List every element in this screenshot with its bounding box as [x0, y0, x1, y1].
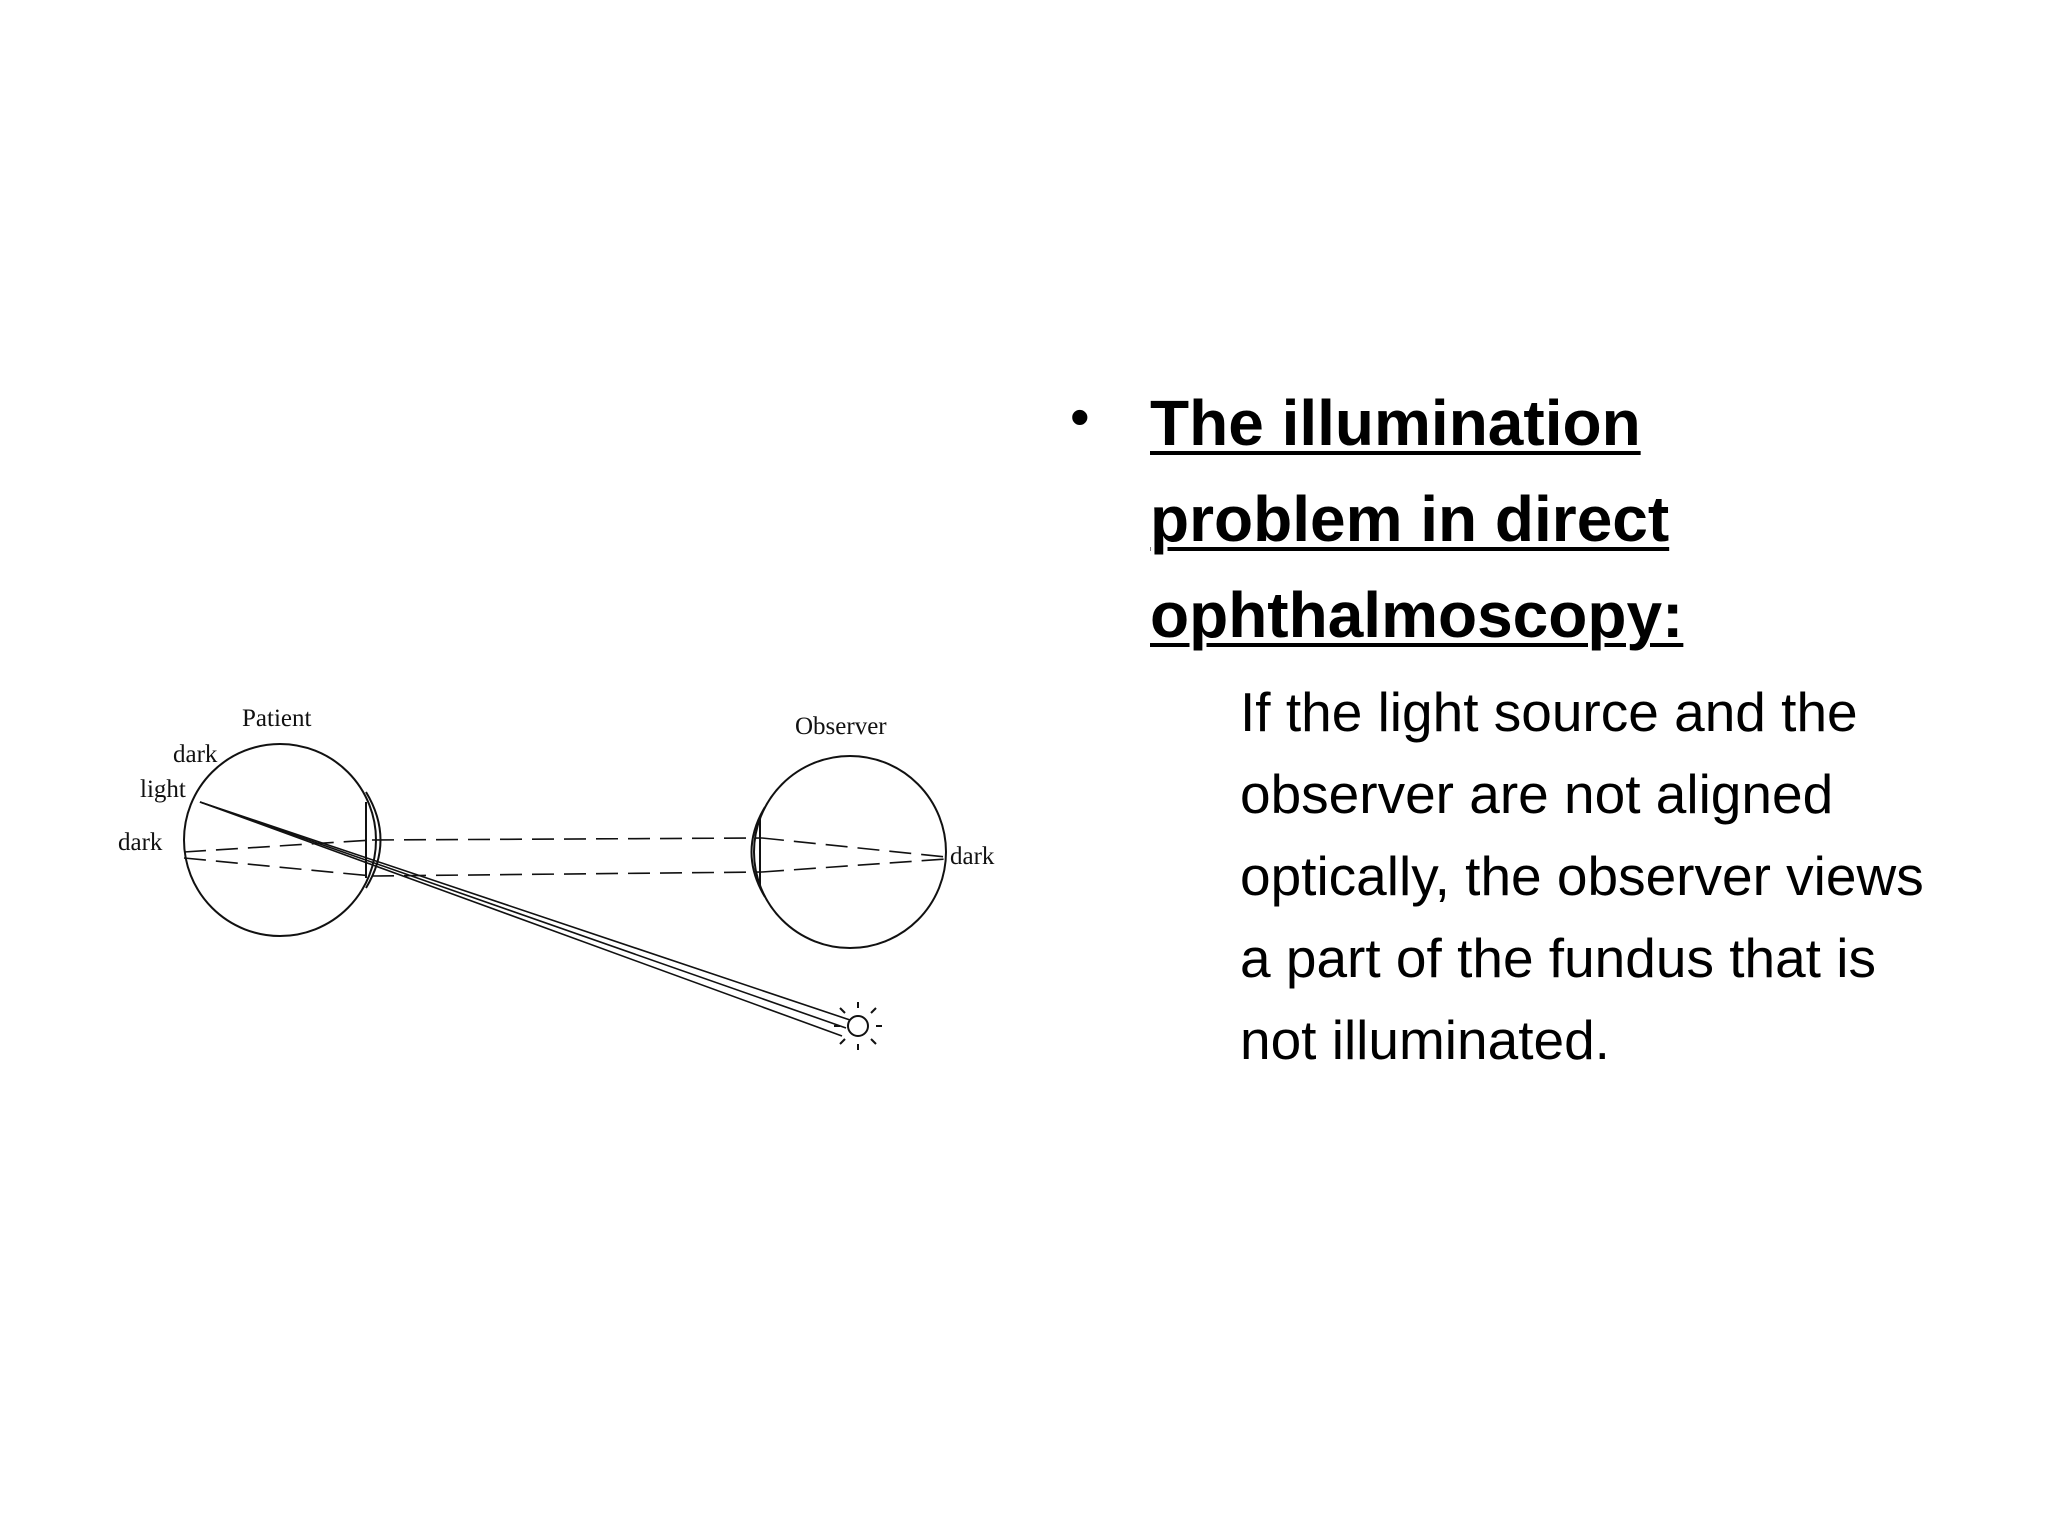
patient-eye — [183, 743, 382, 937]
patient-label: Patient — [242, 705, 311, 732]
light-source-spark — [839, 1038, 846, 1045]
light-ray-3 — [199, 801, 843, 1037]
observer-label: Observer — [795, 713, 887, 740]
view-line-3 — [761, 837, 947, 858]
light-source-spark — [870, 1007, 877, 1014]
bullet-item: • The illumination problem in direct oph… — [1070, 375, 1970, 663]
view-line-5 — [371, 871, 763, 877]
observer-eye — [750, 755, 947, 949]
light-label: light — [140, 776, 186, 803]
observer-eyeball — [753, 755, 947, 949]
dark-top-label: dark — [173, 741, 218, 768]
illumination-diagram: Patient Observer dark light dark dark — [100, 690, 1040, 1070]
slide-heading: The illumination problem in direct ophth… — [1150, 387, 1684, 651]
illumination-rays — [199, 801, 851, 1037]
dark-left-label: dark — [118, 829, 163, 856]
observer-cornea — [750, 806, 766, 898]
light-source-spark — [839, 1007, 846, 1014]
slide-body: If the light source and the observer are… — [1240, 681, 1924, 1071]
light-ray-2 — [199, 801, 847, 1029]
light-ray-1 — [199, 801, 851, 1021]
view-line-6 — [761, 858, 947, 873]
bullet-marker: • — [1070, 385, 1090, 448]
dark-right-label: dark — [950, 843, 995, 870]
observation-lines — [183, 837, 947, 877]
light-source-icon — [834, 1002, 882, 1050]
patient-eyeball — [183, 743, 377, 937]
light-source-core — [847, 1015, 869, 1037]
diagram-svg: Patient Observer dark light dark dark — [118, 705, 995, 1050]
view-line-2 — [371, 837, 763, 841]
light-source-spark — [870, 1038, 877, 1045]
view-line-4 — [183, 857, 373, 877]
slide-text: • The illumination problem in direct oph… — [1070, 375, 1970, 1081]
